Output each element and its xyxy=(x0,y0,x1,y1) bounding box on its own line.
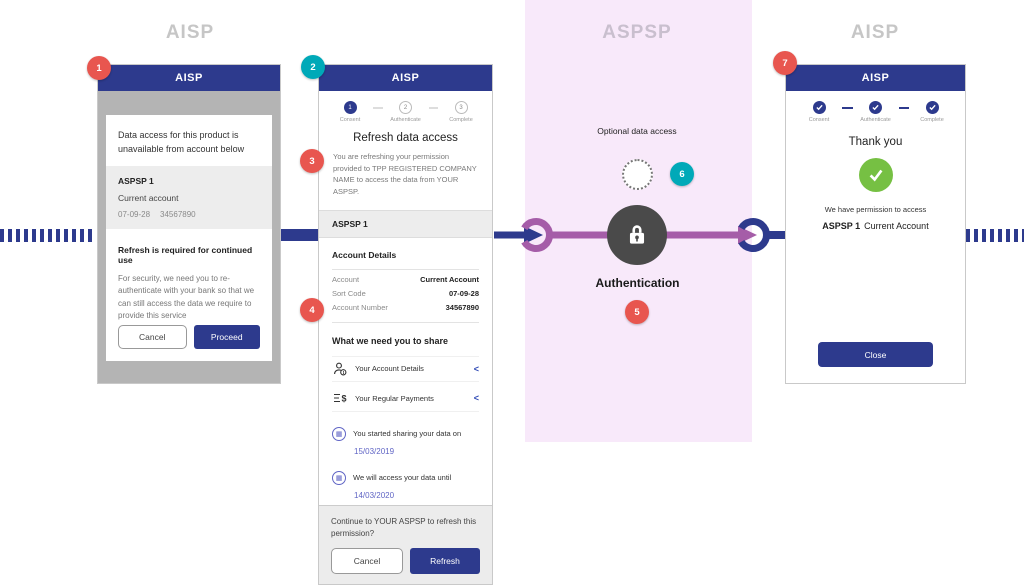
account-row: Account Current Account xyxy=(332,274,479,284)
cancel-button[interactable]: Cancel xyxy=(331,548,403,574)
authentication-node xyxy=(607,205,667,265)
step-authenticate: 2 Authenticate xyxy=(383,101,429,123)
optional-data-access-label: Optional data access xyxy=(597,126,677,136)
step-check-authenticate xyxy=(869,101,882,114)
share-heading: What we need you to share xyxy=(332,335,449,346)
step-consent: 1 Consent xyxy=(327,101,373,123)
calendar-icon: ▦ xyxy=(332,426,346,441)
cancel-button[interactable]: Cancel xyxy=(118,325,187,349)
bank-name: ASPSP 1 xyxy=(822,221,861,231)
share-item-regular-payments[interactable]: $ Your Regular Payments < xyxy=(332,386,479,412)
step-badge-1: 1 xyxy=(87,56,111,80)
screen-data-unavailable: AISP Data access for this product is una… xyxy=(97,64,281,384)
refresh-intro-text: You are refreshing your permission provi… xyxy=(333,152,477,196)
account-type: Current account xyxy=(118,193,179,203)
account-number-row: Account Number 34567890 xyxy=(332,302,479,312)
screen-refresh-consent: AISP 1 Consent 2 Authenticate 3 Complete… xyxy=(318,64,493,585)
step-complete: Complete xyxy=(909,101,955,123)
flow-segment-solid xyxy=(281,229,319,241)
chevron-icon: < xyxy=(473,393,479,403)
screen-thank-you: AISP Consent Authenticate Complete xyxy=(785,64,966,384)
progress-stepper: 1 Consent 2 Authenticate 3 Complete xyxy=(319,91,492,123)
thank-you-title: Thank you xyxy=(848,136,903,148)
account-codes: 07-09-28 34567890 xyxy=(118,210,260,219)
refresh-required-body: For security, we need you to re-authenti… xyxy=(118,274,255,321)
app-header: AISP xyxy=(319,65,492,91)
account-number: 34567890 xyxy=(160,210,196,219)
payments-icon: $ xyxy=(332,391,348,405)
screen1-button-row: Cancel Proceed xyxy=(118,325,260,349)
account-details-heading: Account Details xyxy=(332,249,397,260)
step-badge-4: 4 xyxy=(300,298,324,322)
share-item-account-details[interactable]: Your Account Details < xyxy=(332,355,479,382)
step-complete: 3 Complete xyxy=(438,101,484,123)
app-header: AISP xyxy=(786,65,965,91)
consent-footer: Continue to YOUR ASPSP to refresh this p… xyxy=(319,505,492,584)
lane-header-aspsp: ASPSP xyxy=(602,22,672,43)
permission-text: We have permission to access xyxy=(824,205,927,214)
proceed-button[interactable]: Proceed xyxy=(193,325,260,349)
bank-name-band: ASPSP 1 xyxy=(319,209,492,238)
chevron-icon: < xyxy=(473,363,479,374)
step-badge-3: 3 xyxy=(300,149,324,173)
person-details-icon xyxy=(332,362,348,376)
sharing-end-date: 14/03/2020 xyxy=(354,490,395,500)
account-type: Current Account xyxy=(864,221,929,231)
sort-code-row: Sort Code 07-09-28 xyxy=(332,288,479,298)
calendar-icon: ▦ xyxy=(332,470,346,485)
refresh-button[interactable]: Refresh xyxy=(410,548,480,574)
account-details-section: Account Details Account Current Account … xyxy=(319,250,492,500)
sharing-end-block: ▦ We will access your data until 14/03/2… xyxy=(332,470,479,500)
step-check-consent xyxy=(812,101,826,114)
close-button[interactable]: Close xyxy=(818,342,933,367)
step-circle-consent: 1 xyxy=(343,101,357,114)
step-badge-6: 6 xyxy=(670,162,694,186)
flow-stripe-left xyxy=(0,229,96,242)
progress-stepper-complete: Consent Authenticate Complete xyxy=(786,91,965,123)
unavailable-card: Data access for this product is unavaila… xyxy=(106,115,272,361)
screen1-body: Data access for this product is unavaila… xyxy=(98,91,280,383)
unavailable-message: Data access for this product is unavaila… xyxy=(118,130,245,154)
lane-header-aisp-right: AISP xyxy=(850,22,900,43)
step-consent: Consent xyxy=(796,101,842,123)
flow-stripe-right xyxy=(966,229,1024,242)
step-badge-7: 7 xyxy=(773,51,797,75)
bank-name: ASPSP 1 xyxy=(118,176,154,186)
authentication-label: Authentication xyxy=(595,276,680,290)
step-badge-5: 5 xyxy=(625,300,649,324)
step-authenticate: Authenticate xyxy=(853,101,899,123)
app-header: AISP xyxy=(98,65,280,91)
success-check-icon xyxy=(858,158,893,192)
step-badge-2: 2 xyxy=(301,55,325,79)
step-circle-complete: 3 xyxy=(454,101,468,114)
flow-segment-blue-right xyxy=(764,231,785,239)
optional-data-dotted-circle xyxy=(622,159,653,190)
lock-icon xyxy=(629,225,645,244)
footer-question: Continue to YOUR ASPSP to refresh this p… xyxy=(331,517,477,538)
lane-header-aisp-left: AISP xyxy=(165,22,215,43)
sharing-start-date: 15/03/2019 xyxy=(354,446,395,456)
page-title: Refresh data access xyxy=(353,132,458,144)
sharing-start-block: ▦ You started sharing your data on 15/03… xyxy=(332,426,479,456)
svg-text:$: $ xyxy=(342,394,347,404)
refresh-required-heading: Refresh is required for continued use xyxy=(118,245,253,265)
sort-code: 07-09-28 xyxy=(118,210,151,219)
step-check-complete xyxy=(925,101,939,114)
account-summary: ASPSP 1 Current account 07-09-28 34567890 xyxy=(106,166,272,229)
step-circle-authenticate: 2 xyxy=(399,101,412,114)
arrow-shaft-blue xyxy=(494,231,525,239)
